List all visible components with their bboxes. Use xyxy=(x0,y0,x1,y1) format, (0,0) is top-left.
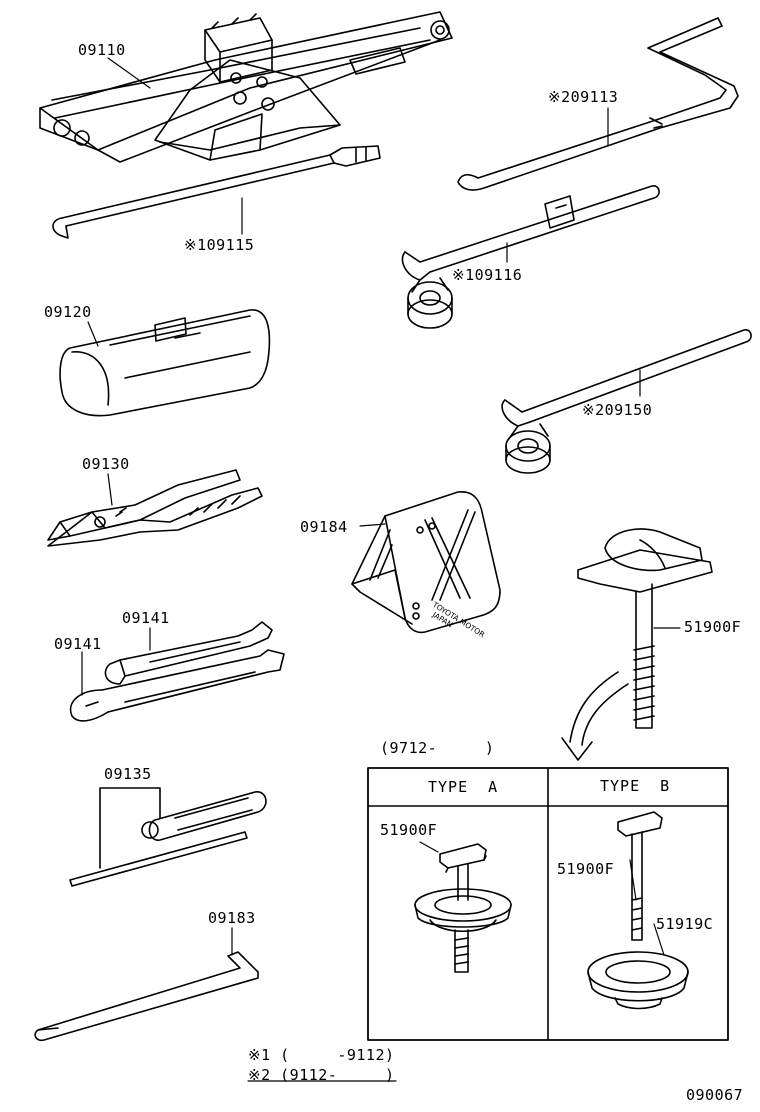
part-label-spare-clamp: 51900F xyxy=(684,618,742,636)
tool-bag-illustration xyxy=(59,309,271,417)
part-label-handle-rod: ※209113 xyxy=(548,88,619,106)
type-b-cushion-label: 51919C xyxy=(656,915,714,933)
part-label-spanner-upper: 09141 xyxy=(122,609,170,627)
scissor-jack-illustration xyxy=(39,11,453,163)
screwdriver-illustration xyxy=(69,787,267,887)
leader-lines xyxy=(81,57,681,956)
type-b-bolt-label: 51900F xyxy=(557,860,615,878)
variant-date-range: (9712- ) xyxy=(380,739,495,757)
type-b-assembly-illustration xyxy=(587,811,689,1010)
part-label-jack: 09110 xyxy=(78,41,126,59)
part-label-lug-wrench-1: ※109116 xyxy=(452,266,523,284)
part-label-chock: 09184 xyxy=(300,518,348,536)
part-label-hook: 09183 xyxy=(208,909,256,927)
part-label-screwdriver: 09135 xyxy=(104,765,152,783)
part-label-spanner-lower: 09141 xyxy=(54,635,102,653)
pliers-illustration xyxy=(47,469,263,547)
type-a-assembly-illustration xyxy=(414,843,512,973)
wheel-chock-illustration: TOYOTA MOTOR JAPAN xyxy=(351,491,501,639)
hook-tool-illustration xyxy=(34,951,259,1042)
figure-number: 090067 xyxy=(686,1086,744,1104)
part-label-jack-handle: ※109115 xyxy=(184,236,255,254)
lug-wrench-2-illustration xyxy=(501,329,752,474)
part-label-lug-wrench-2: ※209150 xyxy=(582,401,653,419)
spanner-upper-illustration xyxy=(104,621,273,685)
part-label-pliers: 09130 xyxy=(82,455,130,473)
spanner-lower-illustration xyxy=(69,649,285,722)
type-a-part-label: 51900F xyxy=(380,821,438,839)
handle-rod-illustration xyxy=(457,17,739,191)
footnote-2: ※2 (9112- ) xyxy=(248,1066,395,1084)
curved-arrow-icon xyxy=(561,671,629,761)
type-b-header: TYPE B xyxy=(600,777,671,795)
spare-clamp-illustration xyxy=(577,528,713,729)
variant-box xyxy=(367,767,729,1041)
lug-wrench-1-illustration xyxy=(401,185,660,329)
part-label-tool-bag: 09120 xyxy=(44,303,92,321)
type-a-header: TYPE A xyxy=(428,778,499,796)
jack-handle-illustration xyxy=(52,145,381,239)
footnote-1: ※1 ( -9112) xyxy=(248,1046,395,1064)
